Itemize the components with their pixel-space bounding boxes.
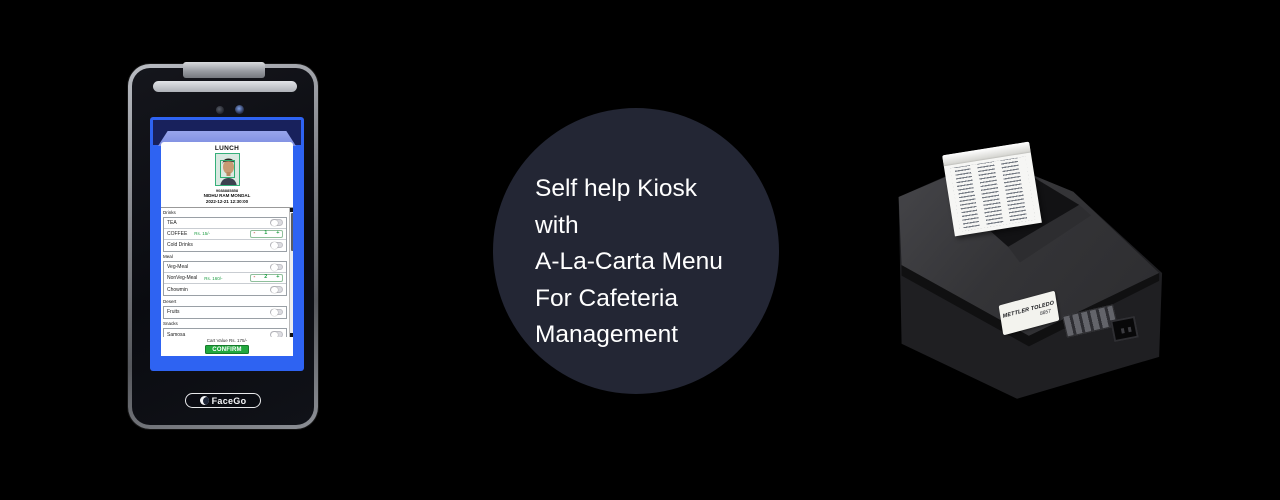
section-label-snacks: Snacks xyxy=(163,321,178,326)
section-label-meal: Meal xyxy=(163,254,173,259)
menu-item-cold-drinks[interactable]: Cold Drinks xyxy=(164,240,286,251)
menu-scrollbar[interactable] xyxy=(289,208,293,337)
cold-drinks-toggle[interactable] xyxy=(270,241,283,249)
caption-text: Self help Kiosk with A-La-Carta Menu For… xyxy=(535,171,723,354)
caption-circle xyxy=(493,108,779,394)
employee-name: NIDHU RAM MONDAL xyxy=(203,193,251,198)
printer-model-text: 8857 xyxy=(1039,307,1052,317)
samosa-toggle[interactable] xyxy=(270,331,283,337)
kiosk-bezel: LUNCH 9088885858 NIDHU RAM MONDAL xyxy=(132,68,314,425)
section-box-meal: Veg-Meal NonVeg-Meal Rs. 160/- - 2 xyxy=(163,261,287,296)
kiosk-mount-clip xyxy=(183,62,265,78)
toggle-knob xyxy=(271,264,278,271)
tea-toggle[interactable] xyxy=(270,219,283,227)
menu-item-tea[interactable]: TEA xyxy=(164,218,286,229)
coffee-qty: 1 xyxy=(264,229,268,236)
menu-item-chowmin[interactable]: Chowmin xyxy=(164,284,286,295)
receipt-printed-lines xyxy=(950,156,1036,232)
receipt-printer: METTLER TOLEDO 8857 xyxy=(872,141,1168,404)
employee-id: 9088885858 xyxy=(215,188,239,193)
section-box-drinks: TEA COFFEE Rs. 15/- - 1 + xyxy=(163,216,287,252)
facego-brand-text: FaceGo xyxy=(211,395,247,406)
caption-line: Self help Kiosk xyxy=(535,175,698,202)
fruits-toggle[interactable] xyxy=(270,308,283,316)
toggle-knob xyxy=(271,286,278,294)
plus-button[interactable]: + xyxy=(276,229,280,236)
menu-item-veg-meal[interactable]: Veg-Meal xyxy=(164,262,286,273)
caption-line: Management xyxy=(535,321,679,348)
face-detect-box xyxy=(219,160,235,178)
order-timestamp: 2022-12-21 12:30:00 xyxy=(205,199,249,204)
nonveg-meal-qty-stepper[interactable]: - 2 + xyxy=(250,274,283,282)
caption-line: with xyxy=(535,211,579,239)
caption-line: A-La-Carta Menu xyxy=(535,248,723,275)
toggle-knob xyxy=(271,219,278,227)
cart-value: Cart Value Rs. 175/- xyxy=(206,338,248,343)
power-inlet xyxy=(1110,315,1139,343)
nonveg-meal-qty: 2 xyxy=(264,274,268,281)
kiosk-device: LUNCH 9088885858 NIDHU RAM MONDAL xyxy=(128,62,318,429)
scroll-up-icon[interactable] xyxy=(290,208,293,212)
scroll-down-icon[interactable] xyxy=(290,332,293,337)
toggle-knob xyxy=(271,331,278,337)
camera-lens-icon xyxy=(216,106,224,114)
menu-item-fruits[interactable]: Fruits xyxy=(164,307,286,318)
receipt-paper xyxy=(942,141,1042,237)
ir-camera-lens-icon xyxy=(235,105,244,114)
facego-logo: FaceGo xyxy=(185,393,261,408)
coffee-price: Rs. 15/- xyxy=(194,231,211,236)
veg-meal-toggle[interactable] xyxy=(270,263,283,271)
menu-item-nonveg-meal[interactable]: NonVeg-Meal Rs. 160/- - 2 + xyxy=(164,273,286,284)
section-label-desert: Desert xyxy=(163,298,177,304)
minus-button[interactable]: - xyxy=(253,229,256,236)
caption-line: For Cafeteria xyxy=(535,284,678,312)
meal-title: LUNCH xyxy=(214,145,240,152)
confirm-button[interactable]: CONFIRM xyxy=(205,345,249,354)
coffee-qty-stepper[interactable]: - 1 + xyxy=(250,229,283,238)
employee-photo xyxy=(214,153,240,186)
menu-list: Drinks TEA COFFEE Rs. 15/- xyxy=(161,207,293,337)
section-box-snacks: Samosa xyxy=(163,328,287,337)
menu-item-coffee[interactable]: COFFEE Rs. 15/- - 1 + xyxy=(164,229,286,240)
kiosk-screen: LUNCH 9088885858 NIDHU RAM MONDAL xyxy=(150,117,304,371)
plus-button[interactable]: + xyxy=(276,274,280,281)
scrollbar-thumb[interactable] xyxy=(290,213,293,251)
toggle-knob xyxy=(271,309,278,316)
facego-face-icon xyxy=(199,396,209,405)
minus-button[interactable]: - xyxy=(253,274,256,281)
menu-item-samosa[interactable]: Samosa xyxy=(164,329,286,337)
nonveg-meal-price: Rs. 160/- xyxy=(204,275,223,281)
chowmin-toggle[interactable] xyxy=(270,286,283,294)
speaker-grille xyxy=(153,81,297,92)
section-label-drinks: Drinks xyxy=(163,209,176,215)
toggle-knob xyxy=(271,242,278,249)
order-card: LUNCH 9088885858 NIDHU RAM MONDAL xyxy=(161,142,293,356)
section-box-desert: Fruits xyxy=(163,305,287,319)
